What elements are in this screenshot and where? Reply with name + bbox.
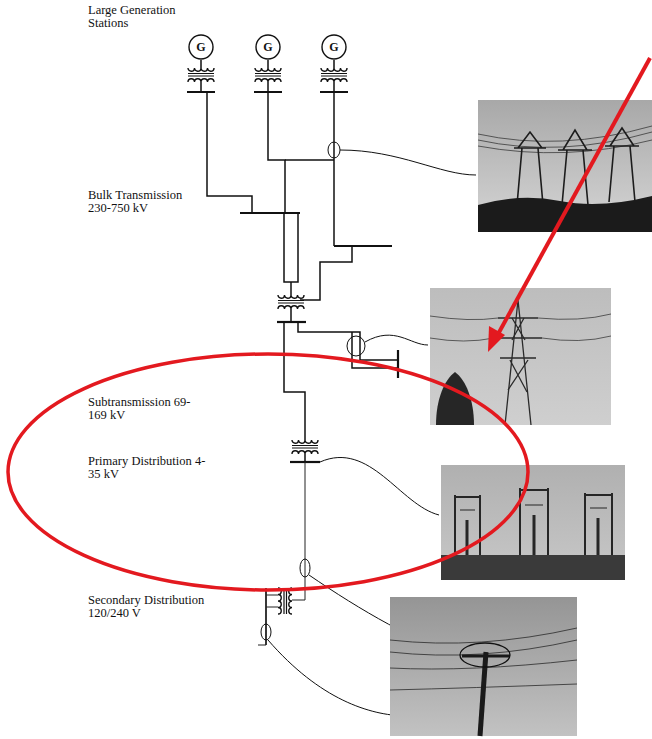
distribution-pole-photo [390, 597, 577, 736]
level-label: Bulk Transmission 230-750 kV [88, 189, 208, 216]
level-label: Subtransmission 69-169 kV [88, 396, 198, 423]
level-label: Primary Distribution 4-35 kV [88, 455, 213, 482]
level-label: Secondary Distribution 120/240 V [88, 594, 238, 621]
highlight-callout [8, 58, 650, 590]
substation-photo [441, 465, 625, 580]
generator-circle: G [188, 34, 214, 60]
subtransmission-photo [430, 288, 611, 425]
one-line-wiring [187, 60, 398, 462]
generator-circle: G [255, 34, 281, 60]
generator-letter: G [321, 40, 347, 55]
distribution-feeder [258, 462, 305, 645]
generator-letter: G [255, 40, 281, 55]
generator-circle: G [321, 34, 347, 60]
generator-letter: G [188, 40, 214, 55]
level-label: Large Generation Stations [88, 4, 203, 31]
